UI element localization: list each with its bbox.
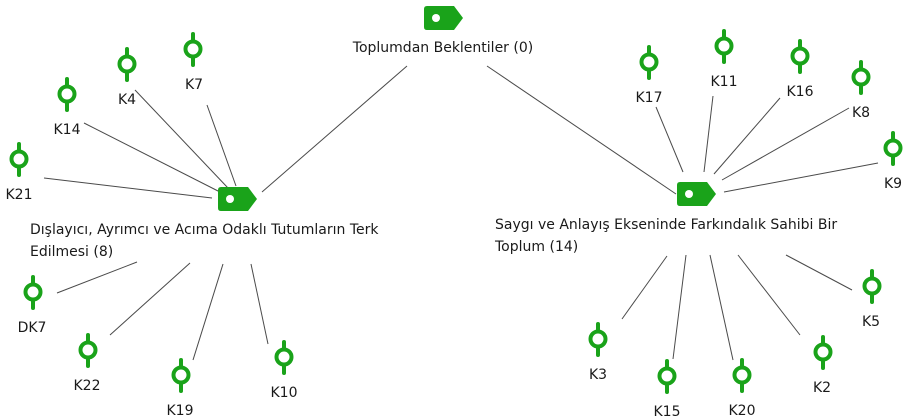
code-label: DK7 xyxy=(18,320,47,336)
code-label: K4 xyxy=(118,92,136,108)
code-node-icon xyxy=(790,46,810,66)
code-label: K19 xyxy=(167,403,194,417)
code-label: K11 xyxy=(711,74,738,90)
edge-right-code xyxy=(655,106,684,173)
code-node-icon xyxy=(588,329,608,349)
code-node[interactable]: DK7 xyxy=(18,275,47,336)
left-theme-label-line1: Dışlayıcı, Ayrımcı ve Acıma Odaklı Tutum… xyxy=(30,222,379,238)
code-nodes-layer: K7K4K14K21DK7K22K19K10K17K11K16K8K9K5K2K… xyxy=(6,29,903,417)
right-theme-label-line1: Saygı ve Anlayış Ekseninde Farkındalık S… xyxy=(495,217,837,233)
code-label: K16 xyxy=(787,84,814,100)
code-node[interactable]: K17 xyxy=(636,45,663,106)
edge-left-code xyxy=(43,177,213,199)
code-node-icon xyxy=(732,365,752,385)
code-node[interactable]: K15 xyxy=(654,359,681,417)
code-node-icon xyxy=(78,340,98,360)
tag-icon[interactable] xyxy=(424,6,463,30)
code-label: K15 xyxy=(654,404,681,417)
code-label: K5 xyxy=(862,314,880,330)
code-label: K22 xyxy=(74,378,101,394)
edge-left-code xyxy=(250,263,269,345)
code-node-icon xyxy=(274,347,294,367)
edge-left-code xyxy=(206,104,237,187)
edge-right-code xyxy=(672,254,687,360)
code-label: K21 xyxy=(6,187,33,203)
edges-layer xyxy=(43,65,879,361)
edge-right-code xyxy=(621,255,668,320)
code-node-icon xyxy=(9,149,29,169)
code-node[interactable]: K7 xyxy=(183,32,203,93)
code-label: K3 xyxy=(589,367,607,383)
edge-left-code xyxy=(192,263,224,361)
code-node[interactable]: K19 xyxy=(167,358,194,417)
code-node[interactable]: K9 xyxy=(883,131,903,192)
edge-root-right-theme xyxy=(486,65,677,195)
code-label: K2 xyxy=(813,380,831,396)
code-node[interactable]: K2 xyxy=(813,335,833,396)
code-label: K7 xyxy=(185,77,203,93)
code-node[interactable]: K21 xyxy=(6,142,33,203)
edge-right-code xyxy=(723,162,879,193)
code-label: K10 xyxy=(271,385,298,401)
edge-left-code xyxy=(134,89,229,189)
code-node[interactable]: K10 xyxy=(271,340,298,401)
code-node-icon xyxy=(851,67,871,87)
code-node-icon xyxy=(639,52,659,72)
code-node-icon xyxy=(183,39,203,59)
edge-left-code xyxy=(109,262,191,336)
edge-right-code xyxy=(713,97,781,175)
code-node[interactable]: K5 xyxy=(862,269,882,330)
code-node[interactable]: K16 xyxy=(787,39,814,100)
edge-right-code xyxy=(737,254,801,336)
right-theme-label-line2: Toplum (14) xyxy=(494,239,578,255)
edge-right-code xyxy=(709,254,734,361)
code-node[interactable]: K8 xyxy=(851,60,871,121)
tag-icon[interactable] xyxy=(218,187,257,211)
code-node[interactable]: K22 xyxy=(74,333,101,394)
tag-icon[interactable] xyxy=(677,182,716,206)
code-node[interactable]: K11 xyxy=(711,29,738,90)
code-node[interactable]: K4 xyxy=(117,47,137,108)
code-label: K14 xyxy=(54,122,81,138)
code-node-icon xyxy=(813,342,833,362)
edge-left-code xyxy=(83,122,221,193)
code-node-icon xyxy=(862,276,882,296)
code-node-icon xyxy=(117,54,137,74)
code-node-icon xyxy=(57,84,77,104)
edge-right-code xyxy=(703,95,714,173)
code-label: K17 xyxy=(636,90,663,106)
left-theme-label-line2: Edilmesi (8) xyxy=(30,244,113,260)
code-node-icon xyxy=(714,36,734,56)
code-label: K8 xyxy=(852,105,870,121)
code-node-icon xyxy=(657,366,677,386)
edge-right-code xyxy=(721,107,850,181)
edge-root-left-theme xyxy=(261,65,408,193)
code-node-icon xyxy=(883,138,903,158)
code-node-icon xyxy=(23,282,43,302)
edge-left-code xyxy=(56,261,138,294)
code-node[interactable]: K20 xyxy=(729,358,756,417)
code-label: K20 xyxy=(729,403,756,417)
edge-right-code xyxy=(785,254,853,291)
root-theme-label: Toplumdan Beklentiler (0) xyxy=(352,40,533,56)
code-label: K9 xyxy=(884,176,902,192)
code-node-icon xyxy=(171,365,191,385)
code-node[interactable]: K3 xyxy=(588,322,608,383)
code-node[interactable]: K14 xyxy=(54,77,81,138)
